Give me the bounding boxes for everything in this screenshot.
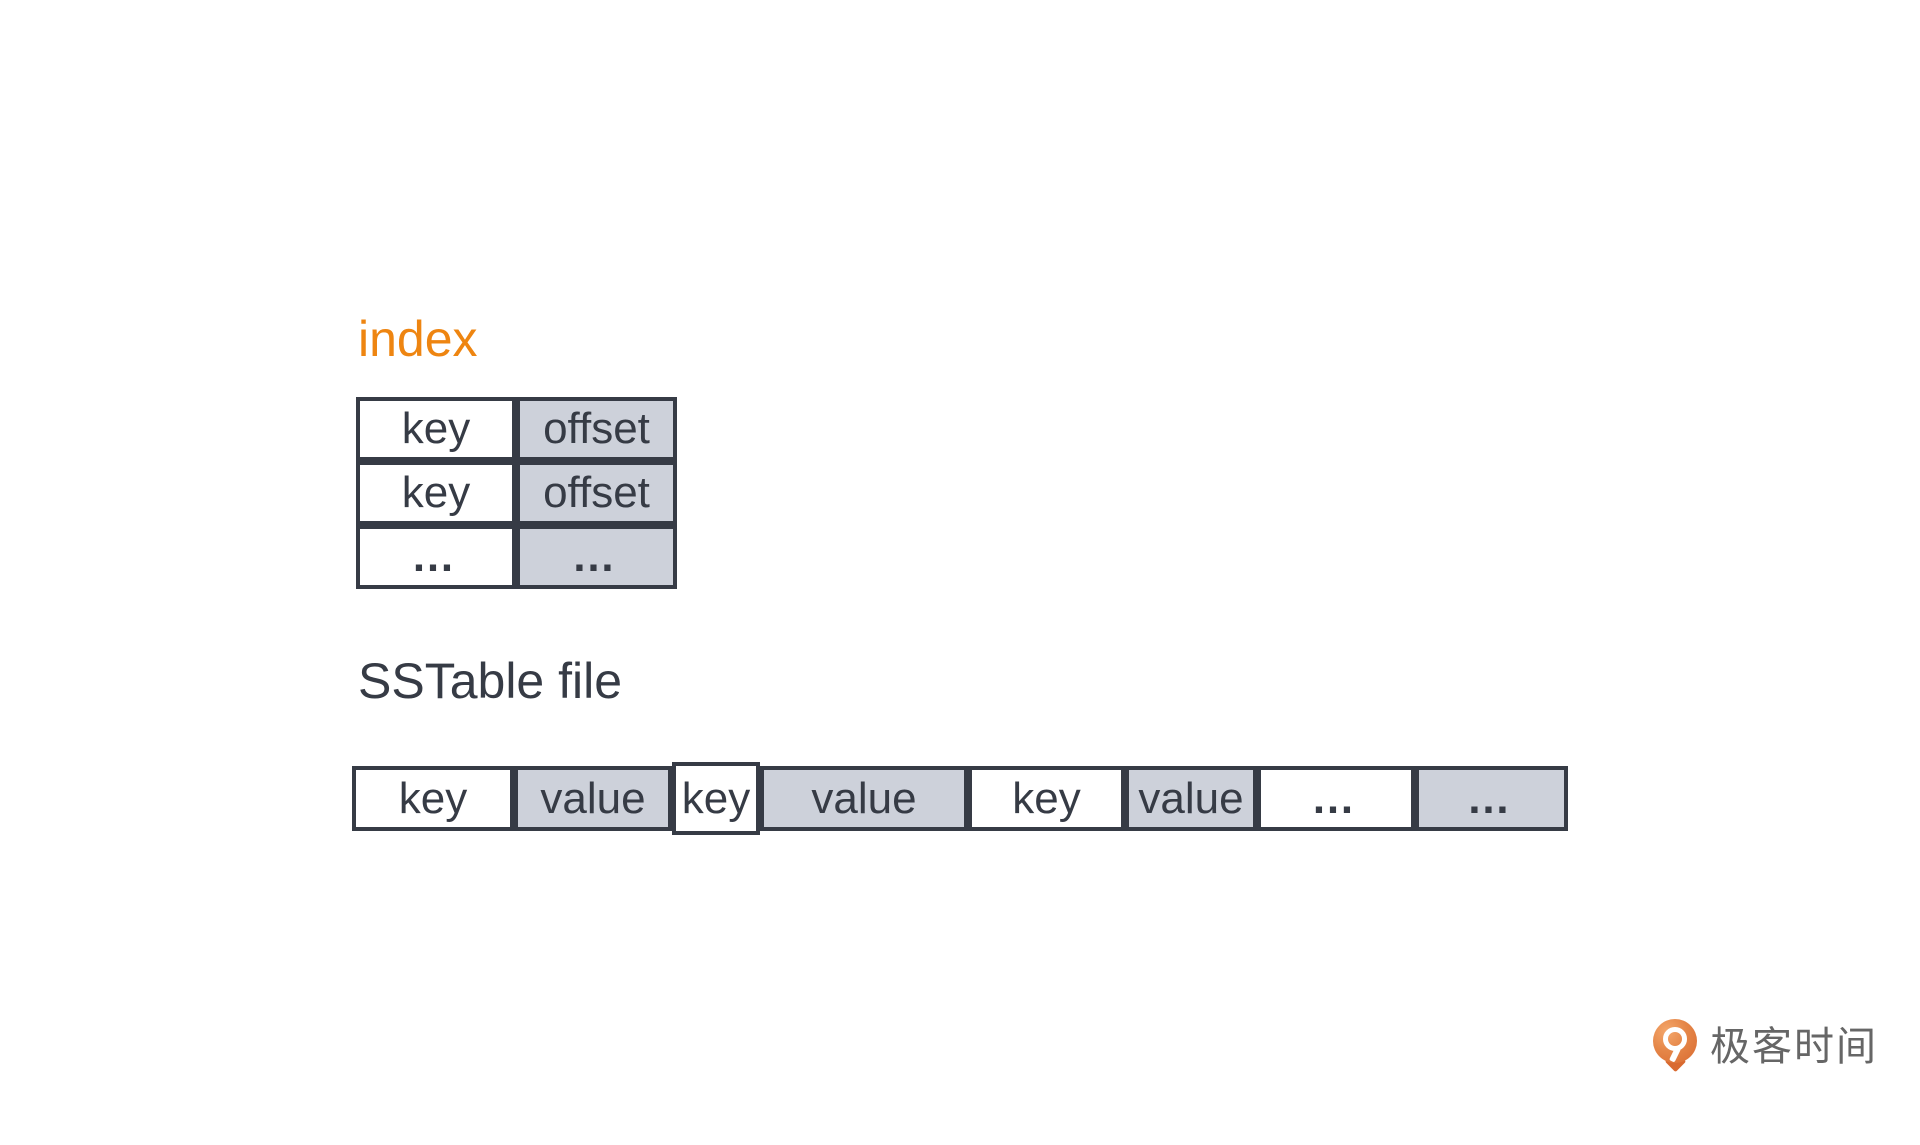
index-table-row: … … <box>356 525 677 589</box>
index-table-row: key offset <box>356 461 677 525</box>
sstable-ellipsis-cell: … <box>1257 766 1415 831</box>
index-offset-cell: offset <box>516 397 677 461</box>
index-offset-cell: offset <box>516 461 677 525</box>
sstable-value-cell: value <box>760 766 968 831</box>
sstable-value-cell: value <box>1125 766 1257 831</box>
index-ellipsis-cell: … <box>356 525 516 589</box>
index-table-row: key offset <box>356 397 677 461</box>
index-ellipsis-cell: … <box>516 525 677 589</box>
sstable-key-cell: key <box>968 766 1125 831</box>
geektime-logo: 极客时间 <box>1652 1018 1878 1076</box>
sstable-key-cell: key <box>672 762 760 835</box>
sstable-value-cell: value <box>514 766 672 831</box>
sstable-key-cell: key <box>352 766 514 831</box>
sstable-file-label: SSTable file <box>358 653 623 709</box>
sstable-ellipsis-cell: … <box>1415 766 1568 831</box>
index-key-cell: key <box>356 397 516 461</box>
sstable-file-bar: key value key value key value … … <box>352 762 1568 835</box>
geektime-pin-icon <box>1652 1018 1698 1076</box>
index-label: index <box>358 311 478 367</box>
index-key-cell: key <box>356 461 516 525</box>
geektime-logo-text: 极客时间 <box>1710 1025 1878 1069</box>
index-table: key offset key offset … … <box>356 397 677 589</box>
